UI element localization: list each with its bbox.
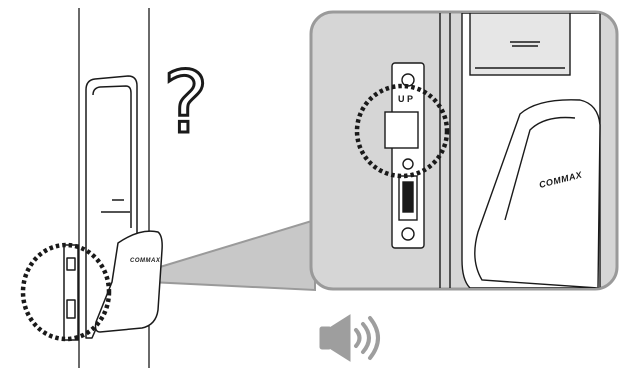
svg-text:COMMAX: COMMAX	[130, 258, 161, 264]
highlight-ring-zoom	[354, 83, 450, 179]
question-mark: ?	[163, 53, 209, 153]
zoom-panel: COMMAX U P	[309, 10, 619, 291]
door-lock-small: COMMAX	[63, 75, 163, 341]
speaker-sound-icon	[319, 314, 380, 362]
strike-plate-up-label: U P	[398, 94, 413, 104]
zoom-connector	[149, 218, 316, 292]
highlight-ring-small	[20, 242, 112, 342]
